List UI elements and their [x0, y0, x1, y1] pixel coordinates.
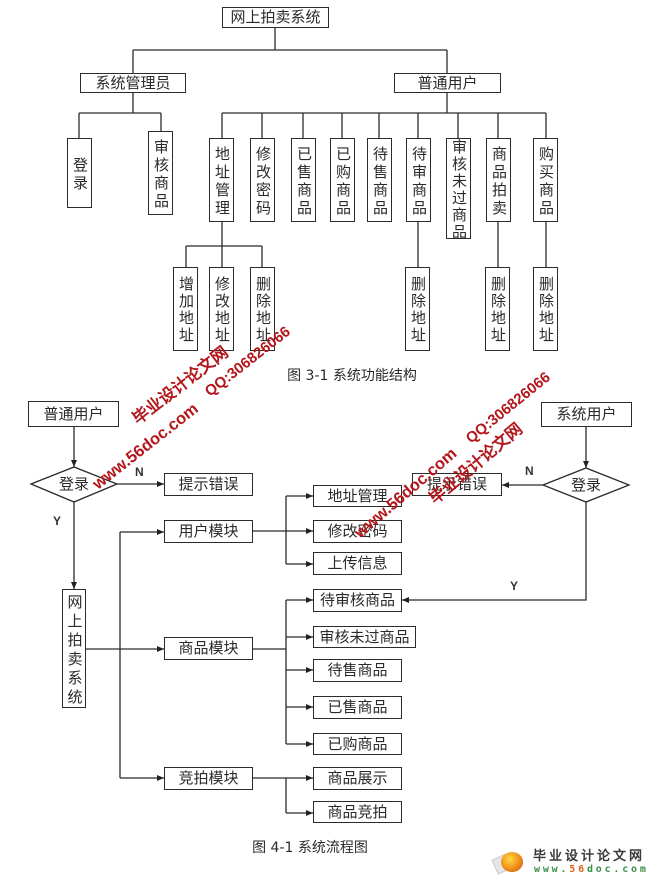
node-goods-item-on-sale: 待售商品 — [313, 659, 402, 682]
logo-url-prefix: www. — [534, 864, 570, 875]
node-user-change-password: 修改密码 — [250, 138, 275, 222]
label-yes-right: Y — [510, 579, 519, 593]
node-goods-module: 商品模块 — [164, 637, 253, 660]
node-user-review-rejected: 审核未过商品 — [446, 138, 471, 241]
logo-name: 毕业设计论文网 — [533, 849, 646, 864]
decision-login-left-label: 登录 — [58, 474, 89, 493]
node-user-item-upload: 上传信息 — [313, 552, 402, 575]
node-root: 网上拍卖系统 — [222, 7, 329, 28]
node-auction-item-display: 商品展示 — [313, 767, 402, 790]
figure1-connectors — [78, 28, 547, 267]
decision-diamond-left — [29, 466, 119, 503]
node-pending-review-delete: 删除地址 — [405, 267, 430, 351]
node-system-user: 系统用户 — [541, 402, 632, 427]
node-admin: 系统管理员 — [80, 73, 186, 93]
node-delete-address: 删除地址 — [250, 267, 275, 351]
node-buy-delete: 删除地址 — [533, 267, 558, 351]
node-auction-system: 网上拍卖系统 — [62, 589, 86, 708]
node-admin-review-goods: 审核商品 — [148, 131, 173, 215]
node-goods-item-sold: 已售商品 — [313, 696, 402, 719]
node-auction-item-bid: 商品竞拍 — [313, 801, 402, 823]
node-user-module: 用户模块 — [164, 520, 253, 543]
node-error-right: 提示错误 — [412, 473, 502, 496]
label-yes-left: Y — [53, 514, 62, 528]
node-add-address: 增加地址 — [173, 267, 198, 351]
node-auction-module: 竞拍模块 — [164, 767, 253, 790]
node-error-left: 提示错误 — [164, 473, 253, 496]
decision-diamond-right — [541, 467, 631, 503]
node-user-on-sale-goods: 待售商品 — [367, 138, 392, 222]
node-admin-login: 登录 — [67, 138, 92, 208]
node-edit-address: 修改地址 — [209, 267, 234, 351]
logo-url-number: 56 — [569, 864, 587, 875]
figure1-caption: 图 3-1 系统功能结构 — [287, 368, 417, 384]
figure2-caption: 图 4-1 系统流程图 — [252, 840, 368, 856]
node-goods-item-pending-review: 待审核商品 — [313, 589, 402, 612]
figure2-connectors — [29, 427, 631, 816]
node-user-item-password: 修改密码 — [313, 520, 402, 543]
node-user-buy-goods: 购买商品 — [533, 138, 558, 222]
logo-globe-icon — [501, 852, 523, 872]
node-user-goods-auction: 商品拍卖 — [486, 138, 511, 222]
node-user-sold-goods: 已售商品 — [291, 138, 316, 222]
node-goods-item-bought: 已购商品 — [313, 733, 402, 755]
node-user-address: 地址管理 — [209, 138, 234, 222]
decision-login-right-label: 登录 — [570, 475, 601, 494]
logo-url: www.56doc.com — [534, 865, 649, 875]
node-user-pending-review: 待审商品 — [406, 138, 431, 222]
node-user: 普通用户 — [394, 73, 501, 93]
arrow-login-yes-right — [402, 502, 587, 603]
node-user-bought-goods: 已购商品 — [330, 138, 355, 222]
node-normal-user: 普通用户 — [28, 401, 119, 427]
logo-url-suffix: doc.com — [586, 864, 649, 875]
label-no-right: N — [525, 464, 534, 478]
node-user-item-address: 地址管理 — [313, 485, 402, 507]
node-auction-delete: 删除地址 — [485, 267, 510, 351]
node-goods-item-rejected: 审核未过商品 — [313, 626, 416, 648]
label-no-left: N — [135, 465, 144, 479]
